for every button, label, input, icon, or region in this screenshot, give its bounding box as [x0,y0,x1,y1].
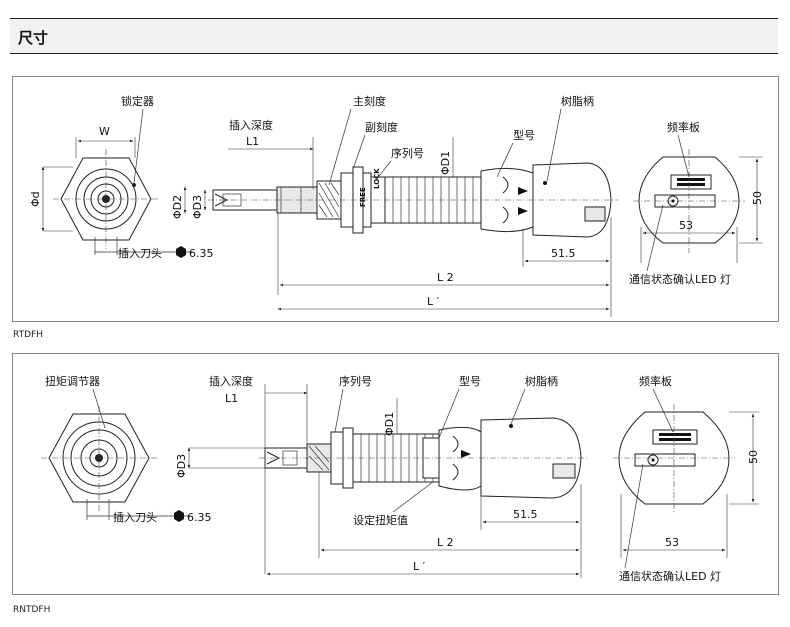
l2-label-bottom: L 2 [437,536,454,549]
freq-plate-label-bottom: 频率板 [639,374,672,388]
serial-label: 序列号 [391,146,424,160]
rtdfh-diagram-panel: W Φd 锁定器 插入刀头 6.35 FREE LOCK [12,76,779,322]
rtdfh-caption: RTDFH [13,330,43,340]
rntdfh-side-view [259,417,589,499]
rtdfh-rear-view [633,149,745,253]
insert-depth-label-bottom: 插入深度 [209,374,253,388]
d1-label: ΦD1 [439,151,452,175]
rntdfh-caption: RNTDFH [13,605,51,615]
l2-label: L 2 [437,271,454,284]
dim-53-label-bottom: 53 [665,536,679,549]
resin-handle-label-bottom: 树脂柄 [525,374,558,388]
d3-label-bottom: ΦD3 [175,454,188,478]
rntdfh-end-view [41,406,157,512]
rtdfh-end-view [53,149,159,249]
d2-label: ΦD2 [171,195,184,219]
bit-label: 插入刀头 [118,246,162,260]
section-header: 尺寸 [10,18,778,54]
section-title: 尺寸 [18,29,49,47]
lprime-label: L ′ [427,295,440,308]
rtdfh-drawing: W Φd 锁定器 插入刀头 6.35 FREE LOCK [29,94,764,317]
freq-plate-label: 频率板 [667,120,700,134]
led-label-bottom: 通信状态确认LED 灯 [619,569,721,583]
rntdfh-rear-view [613,404,735,514]
main-scale-label: 主刻度 [353,94,386,108]
d-label: Φd [29,191,42,207]
dim-515-label-bottom: 51.5 [513,508,538,521]
bit-label-bottom: 插入刀头 [113,510,157,524]
model-label: 型号 [513,128,535,142]
dim-53-label: 53 [679,219,693,232]
lprime-label-bottom: L ′ [413,560,426,573]
sub-scale-label: 副刻度 [365,120,398,134]
dim-515-label: 51.5 [551,247,576,260]
led-label: 通信状态确认LED 灯 [629,272,731,286]
rntdfh-drawing: 扭矩调节器 插入刀头 6.35 插入深度 L1 序列号 型号 树脂柄 ΦD3 [41,374,760,583]
lock-label: 锁定器 [121,94,154,108]
torque-adjuster-label: 扭矩调节器 [45,374,100,388]
resin-handle-label: 树脂柄 [561,94,594,108]
free-marking: FREE [359,187,367,207]
rtdfh-side-view: FREE LOCK [208,162,618,238]
l1-label: L1 [246,135,259,148]
rntdfh-diagram-panel: 扭矩调节器 插入刀头 6.35 插入深度 L1 序列号 型号 树脂柄 ΦD3 [12,353,779,595]
set-torque-label: 设定扭矩值 [353,513,408,527]
insert-depth-label: 插入深度 [229,118,273,132]
bit-size-label: 6.35 [189,247,214,260]
dim-50-label-bottom: 50 [747,450,760,464]
l1-label-bottom: L1 [225,392,238,405]
d1-label-bottom: ΦD1 [383,412,396,436]
model-label-bottom: 型号 [459,374,481,388]
dim-50-label: 50 [751,191,764,205]
w-label: W [99,125,110,138]
serial-label-bottom: 序列号 [339,374,372,388]
d3-label: ΦD3 [191,195,204,219]
bit-size-label-bottom: 6.35 [187,511,212,524]
